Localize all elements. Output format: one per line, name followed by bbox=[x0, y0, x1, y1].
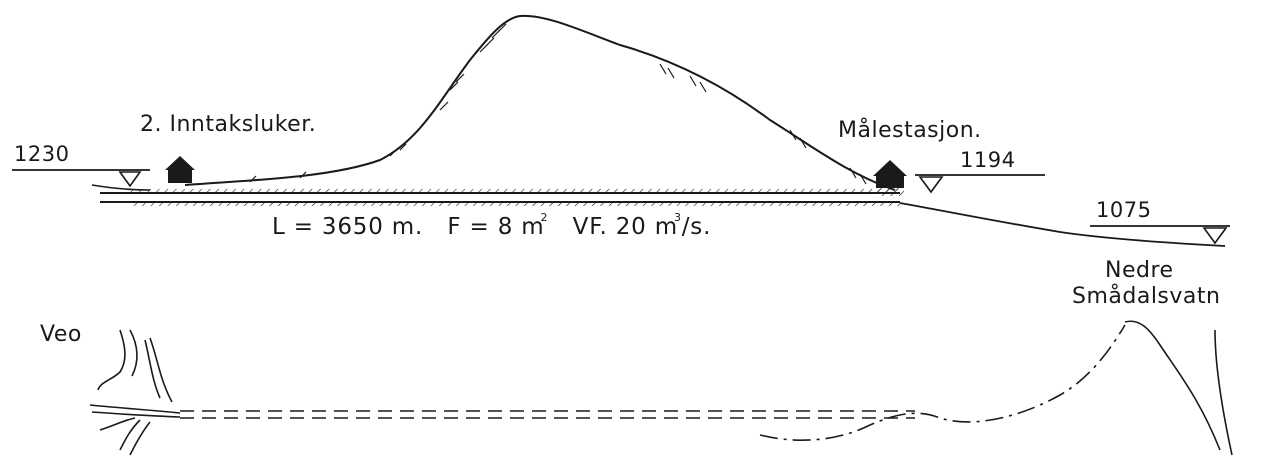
tunnel-area-exponent: 2 bbox=[540, 211, 549, 225]
tunnel-spec-line: L = 3650 m. F = 8 m2 VF. 20 m3/s. bbox=[272, 211, 712, 240]
elevation-1230-label: 1230 bbox=[14, 142, 70, 166]
tunnel-flow: VF. 20 m bbox=[572, 214, 678, 240]
tunnel bbox=[100, 189, 900, 206]
water-level-1075 bbox=[1090, 225, 1230, 245]
mountain-profile bbox=[184, 14, 896, 191]
tunnel-flow-exponent: 3 bbox=[673, 211, 682, 225]
intake-gate-house-icon bbox=[165, 156, 195, 183]
tunnel-length: L = 3650 m. bbox=[272, 214, 424, 240]
river-veo-label: Veo bbox=[40, 322, 82, 347]
water-level-1230 bbox=[12, 169, 151, 191]
measuring-station-house-icon bbox=[873, 160, 907, 196]
intake-gates-label: 2. Inntaksluker. bbox=[140, 112, 317, 137]
mountain-hatching bbox=[249, 23, 867, 185]
lake-shoreline bbox=[1124, 320, 1233, 456]
lake-name-line2: Smådalsvatn bbox=[1072, 284, 1221, 309]
tunnel-flow-unit: /s. bbox=[681, 214, 712, 240]
water-level-1194 bbox=[915, 174, 1045, 194]
elevation-1194-label: 1194 bbox=[960, 148, 1016, 172]
elevation-1075-label: 1075 bbox=[1096, 198, 1152, 222]
downstream-terrain bbox=[899, 202, 1226, 247]
tunnel-plan-dashed bbox=[180, 410, 915, 419]
tunnel-area: F = 8 m bbox=[447, 214, 545, 240]
river-tributaries bbox=[89, 329, 181, 456]
lake-name-line1: Nedre bbox=[1105, 258, 1174, 283]
river-plan-course bbox=[759, 324, 1126, 441]
measuring-station-label: Målestasjon. bbox=[838, 118, 982, 143]
